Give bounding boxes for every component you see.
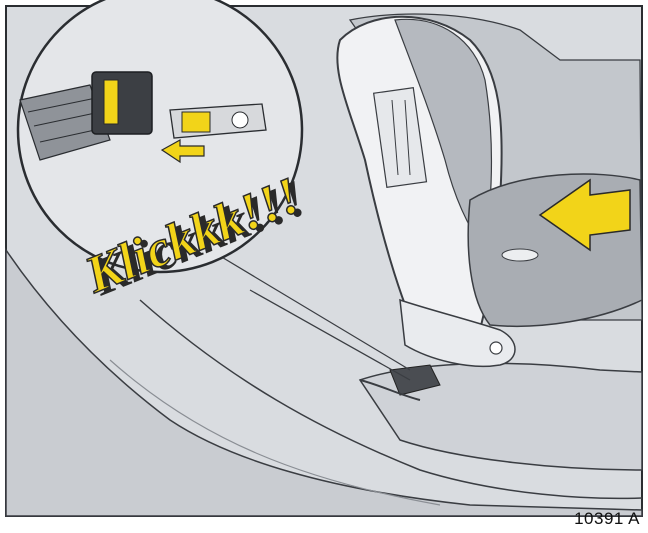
buckle-icon — [92, 72, 152, 134]
figure-number: 10391 A — [574, 509, 640, 529]
latch-arm-pivot — [490, 342, 502, 354]
child-seat-slot — [502, 249, 538, 261]
